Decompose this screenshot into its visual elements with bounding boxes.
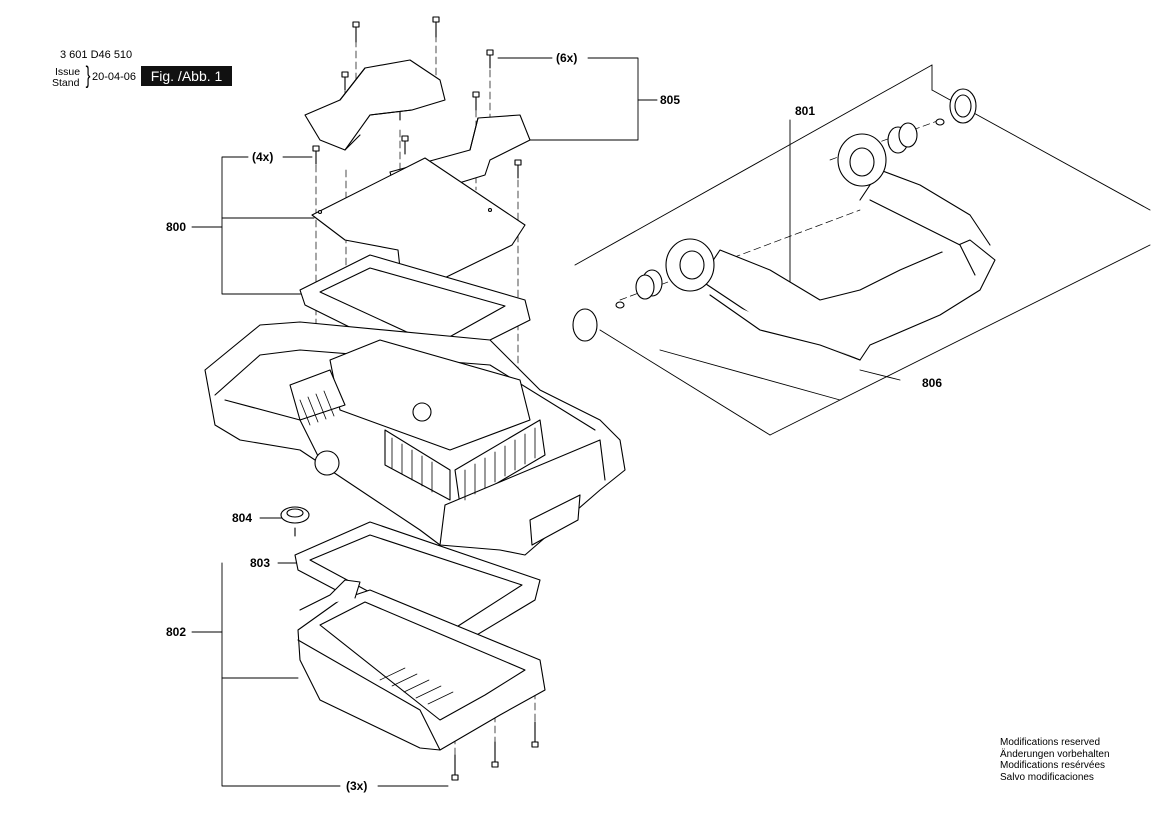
stand-label: Stand (52, 77, 80, 89)
notice-line-fr: Modifications resérvées (1000, 760, 1106, 771)
callout-802: 802 (166, 625, 186, 639)
modifications-notice: Modifications reserved Änderungen vorbeh… (1000, 737, 1110, 783)
issue-label: Issue (55, 66, 81, 78)
cap-804 (280, 506, 310, 537)
callout-801: 801 (795, 104, 815, 118)
callout-6x: (6x) (556, 51, 577, 65)
brace-glyph: } (85, 62, 91, 89)
callout-804: 804 (232, 511, 252, 525)
issue-date: 20-04-06 (92, 71, 137, 83)
callout-labels: 805 (6x) (4x) 800 801 806 804 803 802 (3… (166, 51, 942, 793)
callout-lines (191, 57, 1151, 787)
callout-3x: (3x) (346, 779, 367, 793)
notice-line-en: Modifications reserved (1000, 737, 1101, 748)
tray-802 (297, 579, 546, 751)
callout-806: 806 (922, 376, 942, 390)
document-number: 3 601 D46 510 (60, 49, 133, 61)
handle-806 (699, 169, 996, 361)
seal-frame (299, 254, 531, 366)
screw-group-bottom (451, 721, 539, 781)
handle-end-right (837, 88, 977, 187)
handle-end-left (572, 238, 715, 342)
callout-800: 800 (166, 220, 186, 234)
notice-line-es: Salvo modificaciones (1000, 771, 1094, 783)
gasket-803 (294, 521, 541, 646)
cover-plate-800 (311, 157, 526, 286)
callout-805: 805 (660, 93, 680, 107)
callout-4x: (4x) (252, 150, 273, 164)
callout-803: 803 (250, 556, 270, 570)
figure-badge: Fig. /Abb. 1 (141, 66, 232, 86)
notice-line-de: Änderungen vorbehalten (1000, 748, 1110, 760)
main-housing (204, 321, 626, 556)
